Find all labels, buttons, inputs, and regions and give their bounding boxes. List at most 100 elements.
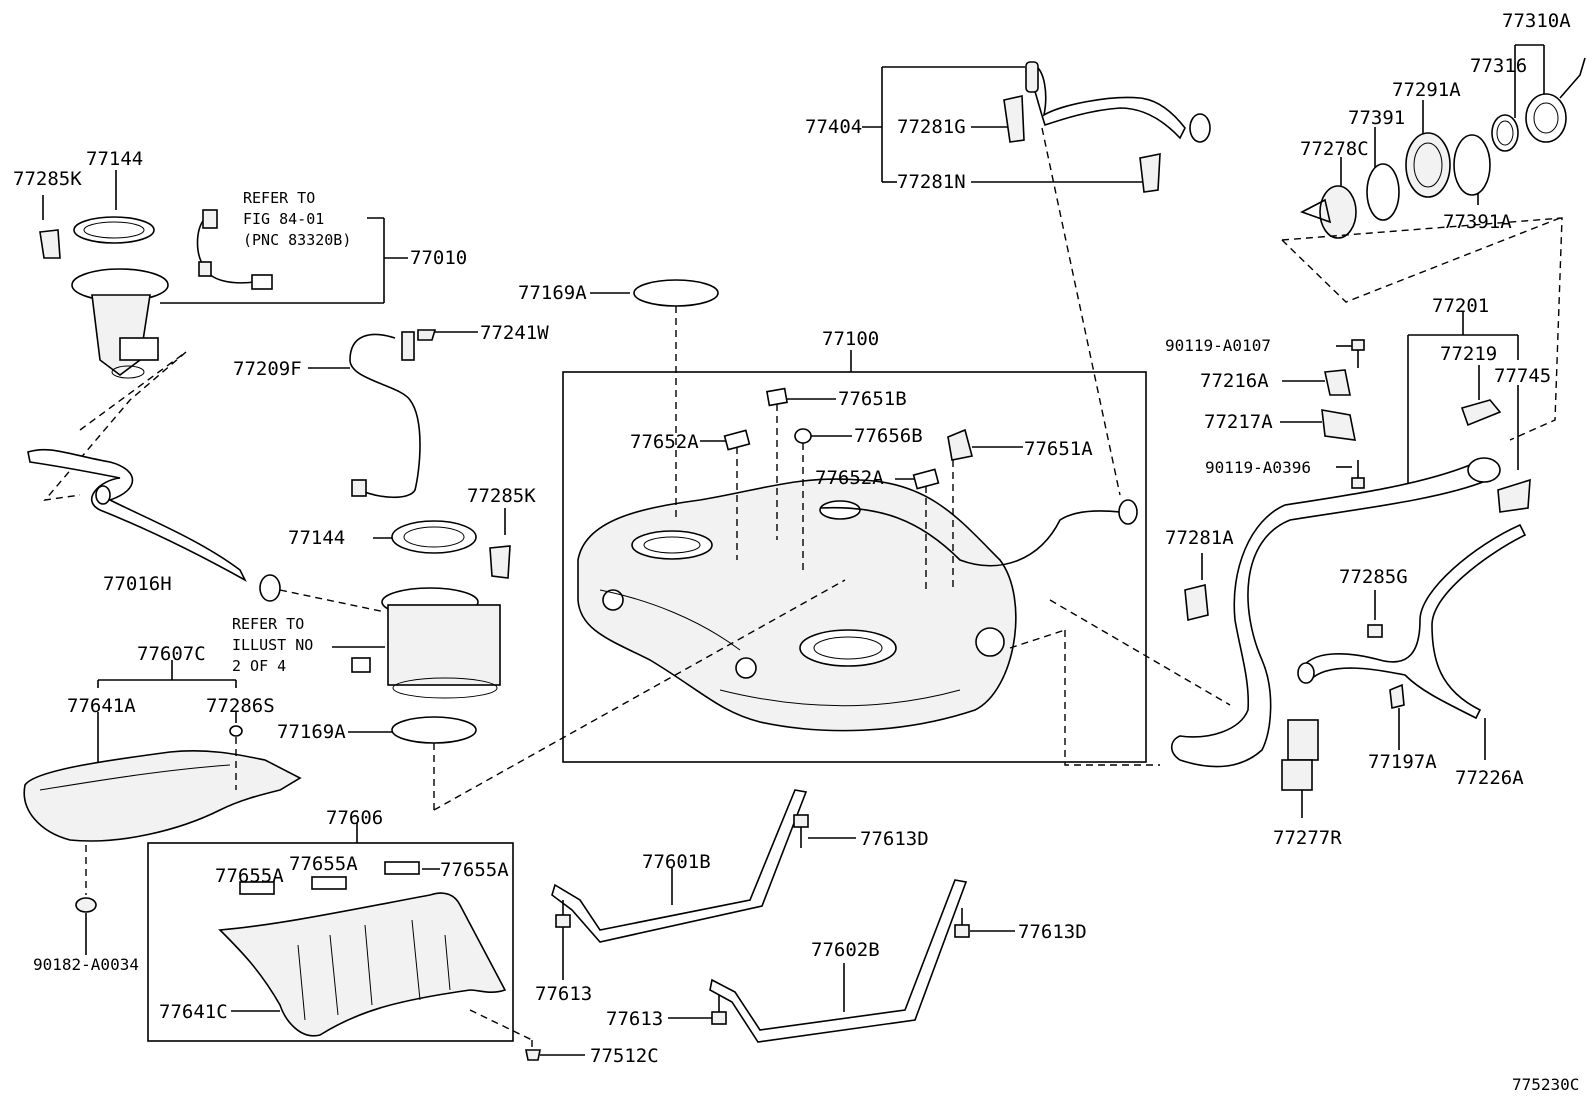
protector-77641A	[23, 750, 302, 842]
label-77391A: 77391A	[1443, 211, 1512, 233]
label-77281N: 77281N	[897, 171, 966, 193]
label-90182-A0034: 90182-A0034	[33, 955, 139, 974]
refer-illust-line3: 2 OF 4	[232, 657, 286, 675]
bolt-90119-A0107	[1351, 339, 1365, 368]
label-77197A: 77197A	[1368, 751, 1437, 773]
lock-ring-77144-top	[73, 216, 155, 244]
strap-77602B	[709, 879, 968, 1043]
fuel-tank-shape	[577, 478, 1138, 732]
hose-77404	[1025, 61, 1211, 143]
label-77286S: 77286S	[206, 695, 275, 717]
label-77655A-2: 77655A	[289, 853, 358, 875]
plug-77656B	[794, 428, 812, 444]
label-77613D-2: 77613D	[1018, 921, 1087, 943]
label-77601B: 77601B	[642, 851, 711, 873]
clip-77285K-mid	[489, 545, 511, 579]
label-77512C: 77512C	[590, 1045, 659, 1067]
label-77607C: 77607C	[137, 643, 206, 665]
label-77291A: 77291A	[1392, 79, 1461, 101]
label-77277R: 77277R	[1273, 827, 1342, 849]
label-77641A: 77641A	[67, 695, 136, 717]
label-77656B: 77656B	[854, 425, 923, 447]
tank-group-box	[562, 371, 1147, 763]
filler-cap-77310A	[1525, 57, 1586, 143]
valve-77277R	[1281, 719, 1319, 791]
label-77226A: 77226A	[1455, 767, 1524, 789]
label-77310A: 77310A	[1502, 10, 1571, 32]
label-77281A: 77281A	[1165, 527, 1234, 549]
label-77278C: 77278C	[1300, 138, 1369, 160]
label-77100: 77100	[822, 328, 879, 350]
clip-77286S	[229, 725, 243, 737]
label-77209F: 77209F	[233, 358, 302, 380]
label-77241W: 77241W	[480, 322, 549, 344]
refer-illust-line2: ILLUST NO	[232, 636, 313, 654]
label-77655A-3: 77655A	[440, 859, 509, 881]
label-77281G: 77281G	[897, 116, 966, 138]
label-77391: 77391	[1348, 107, 1405, 129]
label-77655A-1: 77655A	[215, 865, 284, 887]
label-77216A: 77216A	[1200, 370, 1269, 392]
label-77217A: 77217A	[1204, 411, 1273, 433]
lock-ring-77144-mid	[391, 520, 477, 554]
clamp-77216A	[1324, 369, 1351, 396]
pump-assy-77010	[71, 268, 169, 379]
clamp-77651A	[947, 428, 973, 461]
label-77219: 77219	[1440, 343, 1497, 365]
label-77316: 77316	[1470, 55, 1527, 77]
refer-fig-line3: (PNC 83320B)	[243, 231, 351, 249]
label-77285K-top: 77285K	[13, 168, 82, 190]
refer-fig-line1: REFER TO	[243, 189, 315, 207]
label-77602B: 77602B	[811, 939, 880, 961]
pad-77655A-3	[384, 861, 420, 875]
label-90119-A0107: 90119-A0107	[1165, 336, 1271, 355]
gasket-77169A-mid	[391, 716, 477, 744]
protector-77641C	[218, 892, 507, 1037]
housing-77291A	[1405, 132, 1451, 198]
refer-fig-line2: FIG 84-01	[243, 210, 324, 228]
nut-90182-A0034	[75, 897, 97, 913]
pad-77652A-1	[723, 429, 751, 451]
bolt-77613-2	[711, 995, 727, 1025]
protector-group-box	[147, 842, 514, 1042]
pump-module	[351, 587, 501, 699]
clip-77285G	[1367, 624, 1383, 638]
hose-77226A	[1297, 523, 1527, 720]
label-77745: 77745	[1494, 365, 1551, 387]
bolt-90119-A0396	[1351, 460, 1365, 489]
label-77641C: 77641C	[159, 1001, 228, 1023]
label-77613-2: 77613	[606, 1008, 663, 1030]
pad-77655A-1	[239, 881, 275, 895]
clip-77197A	[1389, 683, 1405, 709]
label-77651B: 77651B	[838, 388, 907, 410]
ring-77391	[1366, 163, 1400, 221]
refer-illust-line1: REFER TO	[232, 615, 304, 633]
label-77144-mid: 77144	[288, 527, 345, 549]
clip-77281N	[1139, 153, 1161, 193]
label-77652A-1: 77652A	[630, 431, 699, 453]
label-77201: 77201	[1432, 295, 1489, 317]
filler-pipe-77201	[1170, 457, 1531, 768]
bolt-77613D-2	[954, 908, 970, 938]
label-77651A: 77651A	[1024, 438, 1093, 460]
cover-77278C	[1300, 185, 1357, 239]
label-90119-A0396: 90119-A0396	[1205, 458, 1311, 477]
clip-77281G	[1003, 95, 1025, 143]
label-77285G: 77285G	[1339, 566, 1408, 588]
ring-77391A	[1453, 134, 1491, 196]
clip-77281A	[1184, 583, 1209, 622]
pad-77651B	[765, 387, 789, 407]
hose-77209F	[349, 329, 437, 499]
pad-77652A-2	[912, 468, 940, 490]
label-77285K-mid: 77285K	[467, 485, 536, 507]
clip-77512C	[525, 1049, 541, 1061]
label-77169A-top: 77169A	[518, 282, 587, 304]
clip-77285K-top	[39, 229, 61, 259]
clamp-77217A	[1321, 409, 1357, 441]
label-77652A-2: 77652A	[815, 467, 884, 489]
strap-77601B	[551, 789, 808, 943]
harness-ref	[196, 209, 273, 290]
gasket-77316	[1491, 114, 1519, 152]
